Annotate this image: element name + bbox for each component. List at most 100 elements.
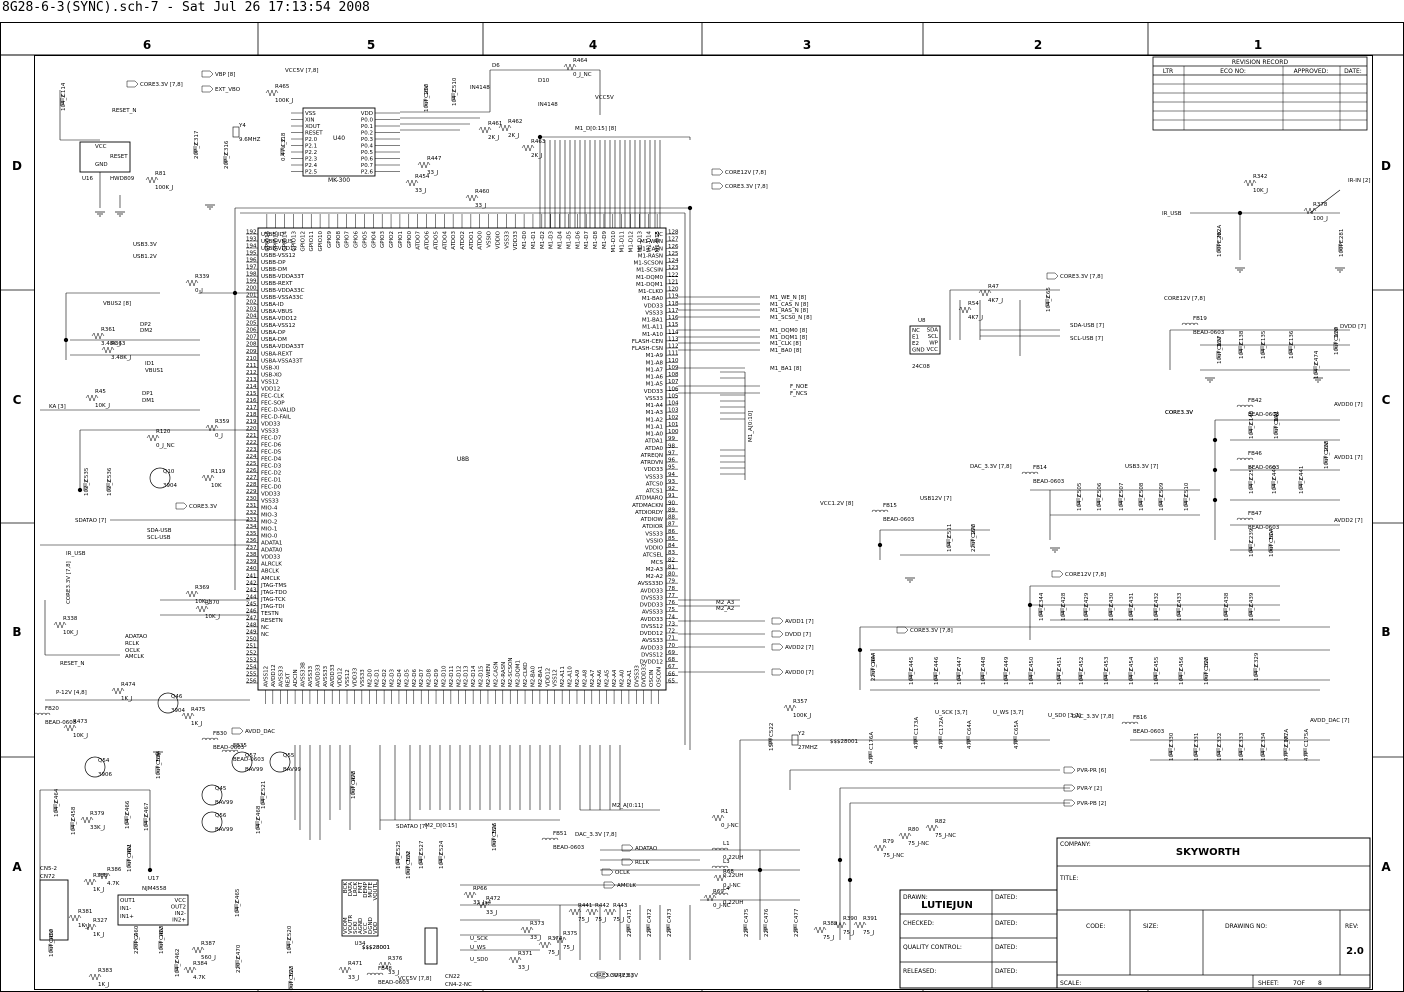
pin-number: 80 bbox=[668, 572, 675, 578]
pin-number: 118 bbox=[668, 301, 679, 307]
pin-name: GPIO0 bbox=[407, 231, 413, 249]
capacitor-ref: C137 bbox=[1217, 335, 1223, 350]
capacitor-ref: C135 bbox=[1261, 330, 1267, 345]
resistor-value: 33_J bbox=[388, 970, 400, 976]
row-marker: D bbox=[12, 159, 22, 173]
resistor-symbol bbox=[83, 923, 97, 931]
capacitor-ref: C456 bbox=[1179, 656, 1185, 671]
pin-name: P0.2 bbox=[361, 131, 373, 137]
net-label-right: AVDD2 [7] bbox=[1334, 518, 1363, 524]
capacitor-value: 100PF bbox=[1339, 240, 1345, 257]
pin-number: 219 bbox=[246, 419, 257, 425]
pin-number: 86 bbox=[668, 529, 675, 535]
net-flag bbox=[771, 668, 784, 676]
clock-ic-body bbox=[302, 107, 376, 177]
pin-name: M2-A1 bbox=[627, 670, 633, 687]
pin-name: VSS33 bbox=[504, 231, 510, 249]
pin-number: 207 bbox=[246, 335, 257, 341]
pin-number: 120 bbox=[668, 287, 679, 293]
net-flag bbox=[771, 630, 784, 638]
pin-name: MUTE bbox=[368, 881, 374, 897]
revision-table bbox=[1152, 56, 1368, 131]
reset-ic-part: HWD809 bbox=[110, 176, 135, 182]
resistor-value: 33_J bbox=[427, 170, 439, 176]
pin-number: 202 bbox=[246, 300, 257, 306]
ferrite-symbol bbox=[221, 749, 239, 753]
connector-cn22 bbox=[424, 927, 438, 965]
pin-number: 194 bbox=[246, 244, 257, 250]
resistor-ref: R369 bbox=[195, 585, 210, 591]
pin-name: JTAG-TMS bbox=[260, 583, 287, 589]
capacitor-ref: C535 bbox=[84, 467, 90, 482]
net-flag bbox=[621, 844, 634, 852]
pin-name: M2-D0 bbox=[367, 669, 373, 687]
net-label-left: SDA-USB bbox=[147, 528, 172, 534]
pin-number: 209 bbox=[246, 349, 257, 355]
pin-name: ATDO2 bbox=[460, 231, 466, 250]
resistor-symbol bbox=[378, 961, 392, 969]
net-label-right-mid: M1_DQM1 [8] bbox=[770, 335, 807, 341]
pin-name: E1 bbox=[912, 335, 919, 341]
pin-name: ABCLK bbox=[261, 569, 279, 575]
capacitor-ref: C465 bbox=[235, 888, 241, 903]
net-flag bbox=[201, 85, 214, 93]
pin-number: 249 bbox=[246, 629, 257, 635]
reset-ic-ref: U16 bbox=[82, 176, 94, 182]
transistor-ref: Q54 bbox=[98, 758, 110, 764]
capacitor-ref: C334 bbox=[1261, 732, 1267, 747]
pin-name: P0.0 bbox=[361, 118, 374, 124]
pin-name: USBA-VSS12 bbox=[261, 323, 295, 329]
resistor-symbol bbox=[563, 63, 577, 71]
connector-cn72 bbox=[39, 879, 69, 941]
junction-dot bbox=[1212, 497, 1218, 503]
pin-name: OUT1 bbox=[120, 898, 135, 904]
pin-name: M1-D2 bbox=[540, 231, 546, 249]
pin-name: M1-D1 bbox=[531, 231, 537, 249]
pin-name: M2-D15 bbox=[479, 665, 485, 687]
pin-name: M1-A1 bbox=[646, 424, 663, 430]
net-flag bbox=[601, 868, 614, 876]
junction-dot bbox=[847, 877, 853, 883]
capacitor-value: 10uF_16V bbox=[1269, 530, 1275, 557]
eeprom-body bbox=[909, 325, 941, 355]
pin-number: 96 bbox=[668, 458, 675, 464]
pin-name: USBB-VBUS bbox=[261, 239, 293, 245]
pin-name: VDD33 bbox=[644, 467, 664, 473]
capacitor-value: 104_Z bbox=[175, 960, 181, 977]
drawn-label: DRAWN: bbox=[903, 894, 928, 901]
capacitor-value: 22P bbox=[794, 926, 800, 937]
pin-name: P2.1 bbox=[305, 144, 317, 150]
pin-name: GPIO16 bbox=[265, 231, 271, 252]
transistor-symbol bbox=[149, 467, 171, 489]
transistor-value: 3906 bbox=[98, 772, 112, 778]
rev-value: 2.0 bbox=[1346, 946, 1364, 957]
sheet-value: 7OF bbox=[1293, 980, 1306, 987]
pin-number: 123 bbox=[668, 265, 679, 271]
capacitor-ref: C478 bbox=[351, 770, 357, 785]
capacitor-value: 47P bbox=[939, 738, 945, 749]
net-label-right-mid: M2_A[0:11] bbox=[612, 803, 643, 809]
wire-net bbox=[39, 69, 1350, 960]
pin-number: 210 bbox=[246, 356, 257, 362]
transistor-ref: Q57 bbox=[245, 753, 257, 759]
capacitor-ref: C474 bbox=[1314, 350, 1320, 365]
net-label-usb: DM1 bbox=[142, 398, 154, 404]
resistor-value: 33_J bbox=[530, 935, 542, 941]
pin-name: ATCS1 bbox=[646, 489, 663, 495]
resistor-value: 1K_J bbox=[121, 696, 133, 702]
resistor-symbol bbox=[958, 306, 972, 314]
pin-name: MIO-2 bbox=[261, 520, 277, 526]
capacitor-value: 220P_Z bbox=[134, 933, 140, 954]
pin-name: SCL bbox=[928, 334, 939, 340]
pin-name: ATDA0 bbox=[645, 446, 664, 452]
net-label-right: USB3.3V [7] bbox=[1125, 464, 1158, 470]
pin-name: M2-D13 bbox=[464, 665, 470, 687]
net-label-right: CORE3.3V [7,8] bbox=[910, 628, 953, 634]
resistor-ref: R388 bbox=[93, 873, 108, 879]
pin-number: 253 bbox=[246, 657, 257, 663]
capacitor-value: 47P bbox=[1304, 750, 1310, 761]
capacitor-value: 104_Z bbox=[1239, 744, 1245, 761]
pin-name: GPIO4 bbox=[371, 231, 377, 249]
ferrite-value: BEAD-0603 bbox=[1248, 525, 1280, 531]
